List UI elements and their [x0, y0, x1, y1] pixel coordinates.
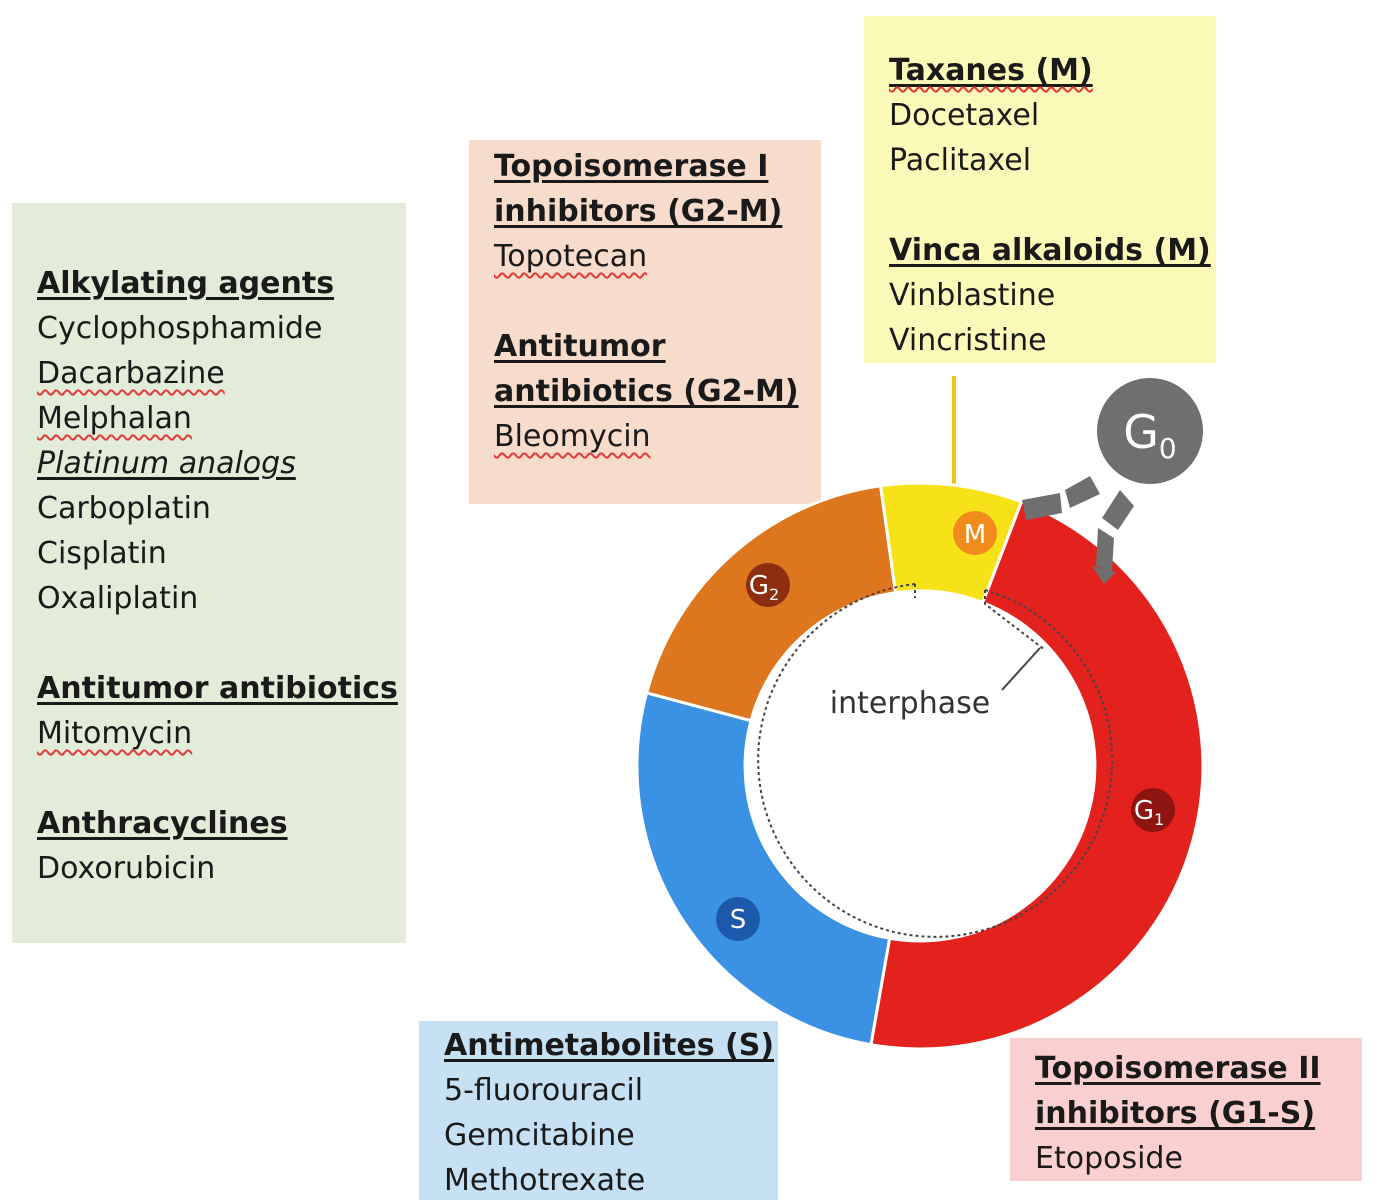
m-phase-label: M [964, 520, 986, 550]
antitumor-heading: Antitumor antibiotics [37, 671, 398, 706]
anthracyclines-heading: Anthracyclines [37, 806, 288, 841]
drug-item: Melphalan [37, 401, 192, 436]
antitumor-g2m-heading-line2: antibiotics (G2-M) [494, 374, 799, 409]
alkylating-drug-box: Alkylating agents Cyclophosphamide Dacar… [12, 203, 406, 943]
topo1-heading-line2: inhibitors (G2-M) [494, 194, 783, 229]
drug-item: Paclitaxel [889, 143, 1032, 178]
g1s-drug-box: Topoisomerase II inhibitors (G1-S) Etopo… [1010, 1038, 1362, 1181]
platinum-heading: Platinum analogs [37, 446, 296, 481]
g1-phase-label: G1 [1134, 796, 1164, 829]
drug-item: Vincristine [889, 323, 1047, 358]
g0-circle [1097, 378, 1203, 484]
drug-item: Cisplatin [37, 536, 167, 571]
g0-loop-arrows [1022, 476, 1134, 584]
drug-item: 5-fluorouracil [444, 1073, 644, 1108]
g0-label: G0 [1123, 405, 1176, 465]
taxanes-heading-text: Taxanes (M) [889, 53, 1093, 88]
interphase-pointer [1001, 647, 1041, 691]
antitumor-g2m-heading-line1: Antitumor [494, 329, 666, 364]
drug-item: Cyclophosphamide [37, 311, 323, 346]
drug-item: Docetaxel [889, 98, 1040, 133]
m-segment [878, 481, 1024, 605]
g2-phase-label: G2 [749, 571, 779, 604]
drug-item: Gemcitabine [444, 1118, 635, 1153]
drug-item: Bleomycin [494, 419, 651, 454]
taxanes-heading: Taxanes (M) [889, 48, 1216, 93]
drug-item: Dacarbazine [37, 356, 225, 391]
topo2-heading-line1: Topoisomerase II [1035, 1051, 1321, 1086]
vinca-heading: Vinca alkaloids (M) [889, 233, 1211, 268]
g2m-drug-box: Topoisomerase I inhibitors (G2-M) Topote… [469, 140, 821, 504]
drug-item: Doxorubicin [37, 851, 216, 886]
g0-arrow-segment [1092, 566, 1116, 584]
s-phase-badge [716, 897, 760, 941]
s-segment [635, 690, 892, 1047]
drug-item: Carboplatin [37, 491, 211, 526]
antimetabolites-heading: Antimetabolites (S) [444, 1028, 775, 1063]
interphase-label: interphase [830, 686, 990, 721]
g1-segment [869, 499, 1205, 1051]
g2-phase-badge [746, 563, 790, 607]
g1-phase-badge [1131, 788, 1175, 832]
m-phase-badge [953, 511, 997, 555]
drug-item: Oxaliplatin [37, 581, 199, 616]
s-phase-label: S [730, 905, 747, 935]
g0-arrow-segment [1022, 493, 1062, 520]
topo1-heading-line1: Topoisomerase I [494, 149, 769, 184]
drug-item: Methotrexate [444, 1163, 646, 1198]
alkylating-heading: Alkylating agents [37, 266, 335, 301]
m-phase-drug-box: Taxanes (M) Docetaxel Paclitaxel Vinca a… [864, 16, 1216, 363]
topo2-heading-line2: inhibitors (G1-S) [1035, 1096, 1316, 1131]
g0-arrow-segment [1096, 528, 1114, 572]
g0-arrow-segment [1065, 476, 1100, 508]
drug-item: Vinblastine [889, 278, 1056, 313]
g0-arrow-segment [1102, 490, 1134, 530]
drug-item: Etoposide [1035, 1141, 1183, 1176]
drug-item: Mitomycin [37, 716, 193, 751]
s-phase-drug-box: Antimetabolites (S) 5-fluorouracil Gemci… [419, 1021, 778, 1200]
drug-item: Topotecan [494, 239, 648, 274]
